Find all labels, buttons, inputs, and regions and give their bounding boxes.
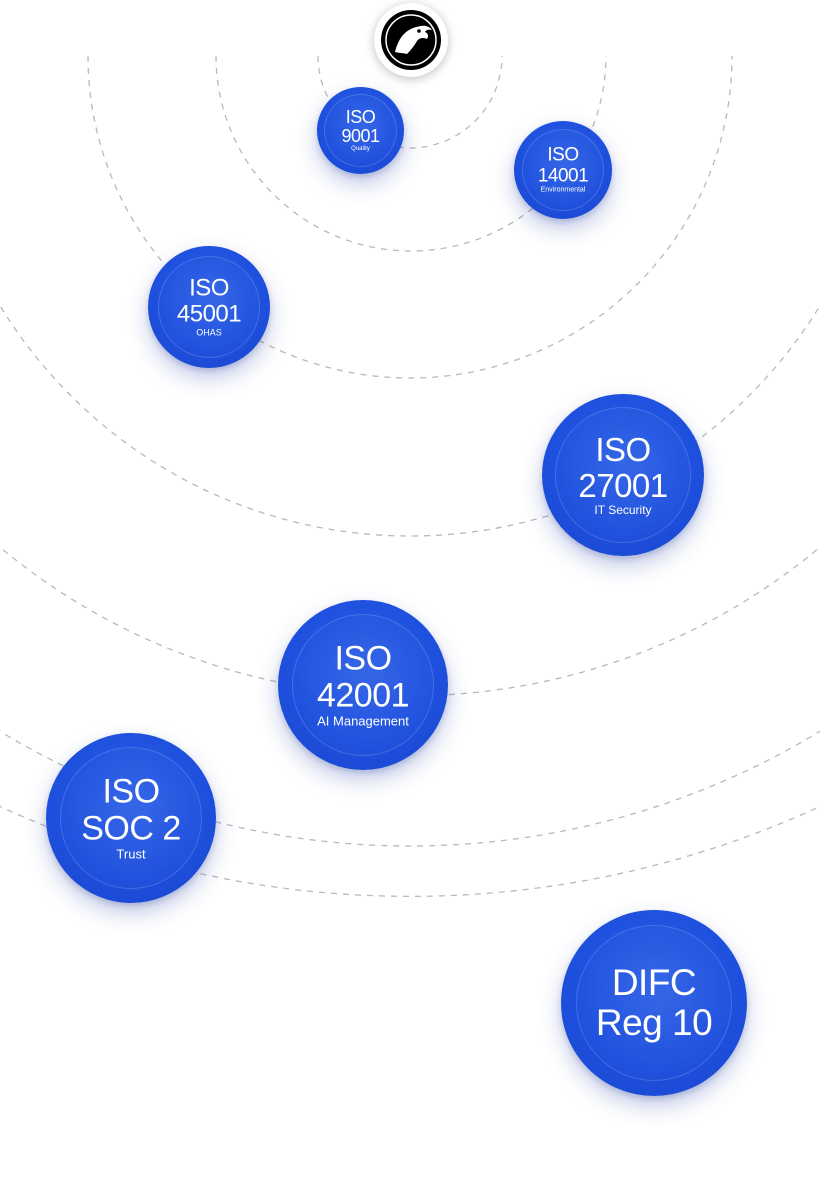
badge-subtitle: Environmental <box>540 186 586 194</box>
badge-iso-42001: ISO 42001 AI Management <box>278 600 448 770</box>
arc-ring-1 <box>317 55 503 149</box>
badge-iso-9001: ISO 9001 Quality <box>317 87 404 174</box>
arc-ring-6 <box>0 730 820 847</box>
badge-title: ISO <box>334 639 392 678</box>
badge-number: Reg 10 <box>595 1002 713 1043</box>
badge-title: ISO <box>547 144 579 166</box>
badge-iso-45001: ISO 45001 OHAS <box>148 246 270 368</box>
company-logo <box>374 3 448 77</box>
badge-iso-soc-2: ISO SOC 2 Trust <box>46 733 216 903</box>
badge-subtitle: AI Management <box>317 713 409 729</box>
badge-title: ISO <box>102 772 160 811</box>
badge-subtitle: Trust <box>116 846 146 862</box>
badge-title: DIFC <box>611 962 697 1004</box>
badge-subtitle: OHAS <box>196 327 222 338</box>
badge-title: ISO <box>345 106 376 127</box>
badge-subtitle: Quality <box>351 146 370 153</box>
arc-ring-3 <box>87 55 733 379</box>
badge-iso-14001: ISO 14001 Environmental <box>514 121 612 219</box>
arc-ring-5 <box>0 546 820 697</box>
badge-difc-reg-10: DIFC Reg 10 <box>561 910 747 1096</box>
badge-title: ISO <box>595 431 651 469</box>
badge-number: 27001 <box>578 466 668 504</box>
badge-subtitle: IT Security <box>594 503 652 518</box>
badge-number: 42001 <box>316 676 410 715</box>
badge-number: 45001 <box>176 300 242 328</box>
badge-number: SOC 2 <box>81 809 181 848</box>
eagle-head-icon <box>381 10 441 70</box>
badge-number: 9001 <box>341 125 380 146</box>
badge-iso-27001: ISO 27001 IT Security <box>542 394 704 556</box>
badge-number: 14001 <box>537 164 589 186</box>
badge-title: ISO <box>189 274 229 302</box>
